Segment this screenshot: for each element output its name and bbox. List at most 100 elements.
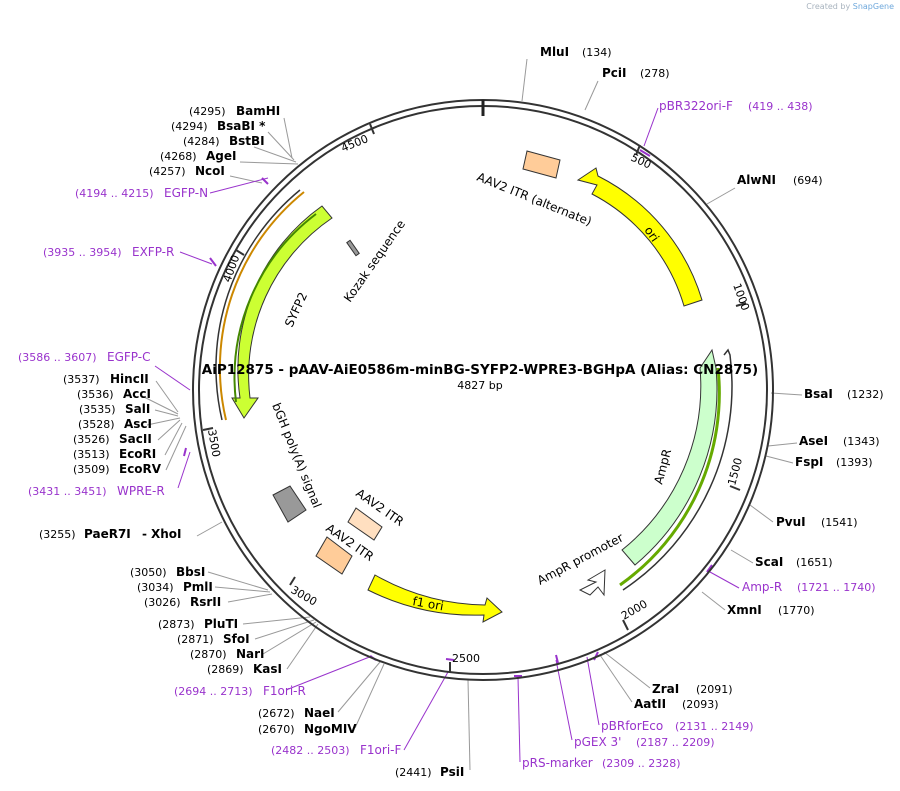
snapgene-logo: SnapGene [852,2,894,11]
enzyme-ngomiv: NgoMIV [304,722,357,736]
enzyme-pvui: PvuI [776,515,806,529]
primer-site-marker [555,654,559,664]
enzyme-ecorv: EcoRV [119,462,162,476]
enzyme-naei-pos: (2672) [258,707,295,720]
feature-label-aav2-itr-alternate: AAV2 ITR (alternate) [475,170,594,229]
enzyme-mlui-pos: (134) [582,46,612,59]
leader-line [730,549,754,564]
enzyme-hincii-pos: (3537) [63,373,100,386]
leader-line [242,616,311,625]
primer-f1ori-f-range: (2482 .. 2503) [271,744,350,757]
leader-line [239,161,299,165]
plasmid-title: AiP12875 - pAAV-AiE0586m-minBG-SYFP2-WPR… [202,362,758,378]
enzyme-acci: AccI [123,387,151,401]
enzyme-ncoi-pos: (4257) [149,165,186,178]
enzyme-ecori-pos: (3513) [73,448,110,461]
leader-line [262,621,317,655]
leader-line [706,187,736,205]
primer-pbr322ori-f-range: (419 .. 438) [748,100,813,113]
enzyme-mlui: MluI [540,45,569,59]
enzyme-ecori: EcoRI [119,447,156,461]
enzyme-paer7i: PaeR7I [84,527,131,541]
enzyme-xhoi: XhoI [151,527,182,541]
leader-line [767,442,798,447]
primer-f1ori-r: F1ori-R [263,684,306,698]
enzyme-fspi-pos: (1393) [836,456,873,469]
primer-site-marker [261,177,269,185]
tick-2500: 2500 [452,652,480,665]
leader-line [403,671,449,751]
leader-line [354,663,385,729]
enzyme-sacii: SacII [119,432,152,446]
enzyme-scai-pos: (1651) [796,556,833,569]
leader-line [643,107,659,147]
enzyme-xmni: XmnI [727,603,762,617]
leader-line [267,131,295,161]
enzyme-sfoi-pos: (2871) [177,633,214,646]
enzyme-labels-left: (4295) BamHI (4294) BsaBI * (4284) BstBI… [39,104,357,736]
feature-ori [576,167,703,307]
primer-egfp-n-range: (4194 .. 4215) [75,187,154,200]
enzyme-pmli-pos: (3034) [137,581,174,594]
primer-wpre-r-range: (3431 .. 3451) [28,485,107,498]
primer-prs-marker-range: (2309 .. 2328) [602,757,681,770]
enzyme-bsabi-pos: (4294) [171,120,208,133]
leader-line [584,80,599,111]
enzyme-pvui-pos: (1541) [821,516,858,529]
enzyme-pluti: PluTI [204,617,238,631]
enzyme-sacii-pos: (3526) [73,433,110,446]
enzyme-agei: AgeI [206,149,236,163]
primer-site-marker [639,149,651,157]
leader-line [770,392,803,396]
enzyme-bbsi: BbsI [176,565,205,579]
enzyme-agei-pos: (4268) [160,150,197,163]
enzyme-asei-pos: (1343) [843,435,880,448]
enzyme-bstbi-pos: (4284) [183,135,220,148]
leader-line [283,117,293,159]
leader-line [517,676,521,763]
enzyme-ecorv-pos: (3509) [73,463,110,476]
enzyme-bamhi: BamHI [236,104,280,118]
enzyme-nari: NarI [236,647,265,661]
leader-line [154,365,191,391]
primer-site-marker [209,257,217,267]
leader-line [253,146,297,163]
feature-kozak [346,239,360,257]
enzyme-labels-right: MluI (134) PciI (278) AlwNI (694) BsaI (… [395,45,884,779]
enzyme-bsabi: BsaBI * [217,119,266,133]
enzyme-ngomiv-pos: (2670) [258,723,295,736]
tick-1000: 1000 [730,282,752,313]
leader-line [709,571,740,589]
leader-line [154,409,179,417]
enzyme-bstbi: BstBI [229,134,265,148]
enzyme-paer7i-pos: (3255) [39,528,76,541]
primer-pbrforeco: pBRforEco [601,719,663,733]
enzyme-asci: AscI [124,417,152,431]
enzyme-pcii: PciI [602,66,627,80]
primer-wpre-r: WPRE-R [117,484,165,498]
credit: Created by SnapGene [806,2,894,11]
leader-line [227,593,273,603]
leader-line [555,659,573,741]
leader-line [701,591,726,611]
enzyme-paer7i-sep: - [142,527,147,541]
enzyme-naei: NaeI [304,706,335,720]
feature-ampr-promoter [578,569,606,597]
primer-labels-right: pBR322ori-F (419 .. 438) Amp-R (1721 .. … [522,99,876,770]
enzyme-sali-pos: (3535) [79,403,116,416]
primer-site-marker [706,564,713,573]
tick-3500: 3500 [205,428,223,458]
leader-lines [141,58,803,771]
leader-line [586,656,600,726]
primer-egfp-c: EGFP-C [107,350,150,364]
enzyme-fspi: FspI [795,455,823,469]
backbone [192,99,774,681]
position-ticks: 500 1000 1500 2000 2500 3000 3500 4000 4… [202,123,752,672]
enzyme-pluti-pos: (2873) [158,618,195,631]
primer-egfp-n: EGFP-N [164,186,208,200]
primer-pgex3: pGEX 3' [574,735,621,749]
primer-exfp-r: EXFP-R [132,245,174,259]
enzyme-xmni-pos: (1770) [778,604,815,617]
leader-line [254,619,315,640]
